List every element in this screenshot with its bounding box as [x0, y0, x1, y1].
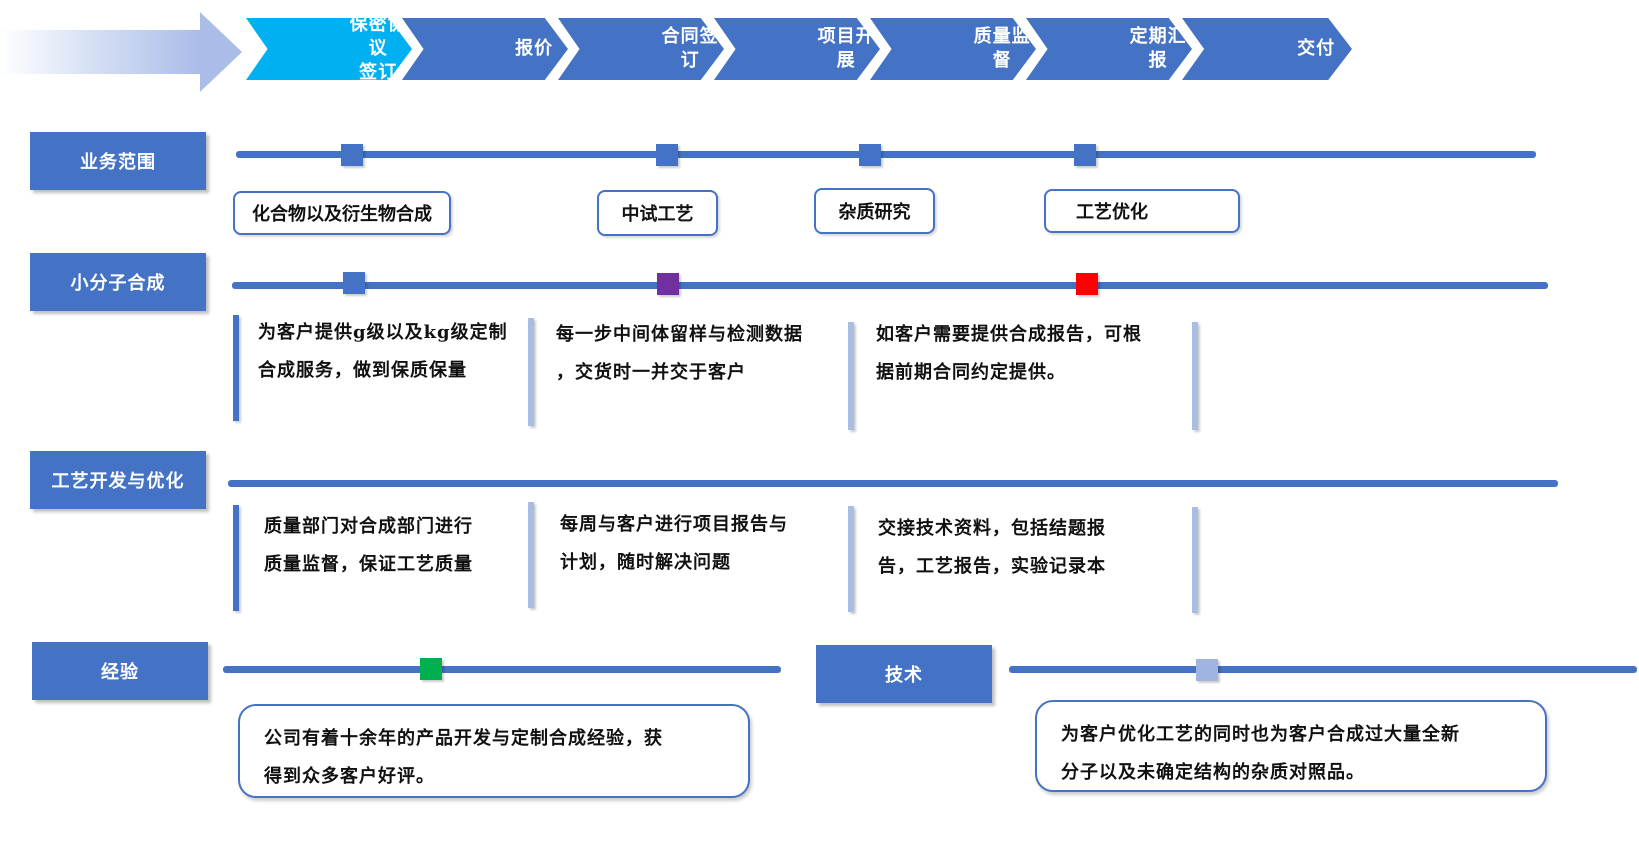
- note-line: 计划，随时解决问题: [560, 552, 731, 573]
- note-divider: [528, 502, 534, 608]
- callout-line: 公司有着十余年的产品开发与定制合成经验，获: [264, 728, 663, 749]
- note-divider: [1192, 507, 1198, 613]
- note-divider: [233, 505, 239, 611]
- note-line: 每一步中间体留样与检测数据: [556, 324, 803, 345]
- callout-line: 为客户优化工艺的同时也为客户合成过大量全新: [1061, 724, 1460, 745]
- timeline-business-scope: [236, 151, 1536, 158]
- note-process-dev-2: 每周与客户进行项目报告与 计划，随时解决问题: [560, 506, 788, 582]
- note-small-molecule-3: 如客户需要提供合成报告，可根 据前期合同约定提供。: [876, 316, 1142, 392]
- note-process-dev-3: 交接技术资料，包括结题报 告，工艺报告，实验记录本: [878, 510, 1106, 586]
- timeline-technology: [1009, 666, 1637, 673]
- start-arrow-body: [0, 30, 200, 74]
- step-label: 质量监督: [973, 26, 1031, 71]
- step-label: 报价: [515, 38, 554, 59]
- start-arrow-head: [200, 12, 242, 92]
- step-label: 交付: [1297, 38, 1336, 59]
- step-quotation[interactable]: 报价: [402, 18, 568, 80]
- step-quality-supervision[interactable]: 质量监督: [870, 18, 1036, 80]
- tag-compound-synthesis: 化合物以及衍生物合成: [233, 191, 451, 235]
- note-line: 据前期合同约定提供。: [876, 362, 1066, 383]
- step-contract-signing[interactable]: 合同签订: [558, 18, 724, 80]
- step-label-line2: 签订: [359, 62, 398, 83]
- note-line: 质量部门对合成部门进行: [264, 516, 473, 537]
- section-label-technology: 技术: [816, 645, 992, 703]
- timeline-process-dev: [228, 480, 1558, 487]
- note-line: 交接技术资料，包括结题报: [878, 518, 1106, 539]
- note-small-molecule-1: 为客户提供g级以及kg级定制 合成服务，做到保质保量: [258, 314, 508, 390]
- note-process-dev-1: 质量部门对合成部门进行 质量监督，保证工艺质量: [264, 508, 473, 584]
- marker-green-square: [420, 658, 442, 680]
- marker-square: [859, 144, 881, 166]
- note-divider: [848, 322, 854, 430]
- step-label-line1: 保密协议: [349, 14, 407, 59]
- marker-square: [656, 144, 678, 166]
- note-divider: [233, 315, 239, 421]
- note-line: ，交货时一并交于客户: [556, 362, 746, 383]
- step-label: 定期汇报: [1129, 26, 1187, 71]
- step-periodic-report[interactable]: 定期汇报: [1026, 18, 1192, 80]
- note-divider: [848, 506, 854, 612]
- experience-callout: 公司有着十余年的产品开发与定制合成经验，获 得到众多客户好评。: [238, 704, 750, 798]
- step-project-start[interactable]: 项目开展: [714, 18, 880, 80]
- note-small-molecule-2: 每一步中间体留样与检测数据 ，交货时一并交于客户: [556, 316, 803, 392]
- marker-square: [1074, 144, 1096, 166]
- section-label-process-dev: 工艺开发与优化: [30, 451, 206, 509]
- note-divider: [528, 318, 534, 426]
- section-label-experience: 经验: [32, 642, 208, 700]
- tag-process-optimization: 工艺优化: [1044, 189, 1240, 233]
- section-label-small-molecule: 小分子合成: [30, 253, 206, 311]
- marker-square: [343, 272, 365, 294]
- step-label: 合同签订: [661, 26, 719, 71]
- callout-line: 得到众多客户好评。: [264, 766, 435, 787]
- note-line: 如客户需要提供合成报告，可根: [876, 324, 1142, 345]
- note-line: 告，工艺报告，实验记录本: [878, 556, 1106, 577]
- marker-square: [341, 144, 363, 166]
- step-nda-signing[interactable]: 保密协议 签订: [246, 18, 412, 80]
- step-delivery[interactable]: 交付: [1182, 18, 1352, 80]
- marker-purple-square: [657, 273, 679, 295]
- note-line: 合成服务，做到保质保量: [258, 360, 467, 381]
- note-line: 为客户提供g级以及kg级定制: [258, 322, 508, 343]
- tag-impurity-research: 杂质研究: [814, 188, 935, 234]
- marker-light-square: [1196, 659, 1218, 681]
- note-line: 每周与客户进行项目报告与: [560, 514, 788, 535]
- section-label-business-scope: 业务范围: [30, 132, 206, 190]
- timeline-experience: [223, 666, 781, 673]
- note-line: 质量监督，保证工艺质量: [264, 554, 473, 575]
- marker-red-square: [1076, 273, 1098, 295]
- callout-line: 分子以及未确定结构的杂质对照品。: [1061, 762, 1365, 783]
- note-divider: [1192, 322, 1198, 430]
- technology-callout: 为客户优化工艺的同时也为客户合成过大量全新 分子以及未确定结构的杂质对照品。: [1035, 700, 1547, 792]
- timeline-small-molecule: [232, 282, 1548, 289]
- tag-pilot-process: 中试工艺: [597, 190, 718, 236]
- step-label: 项目开展: [817, 26, 875, 71]
